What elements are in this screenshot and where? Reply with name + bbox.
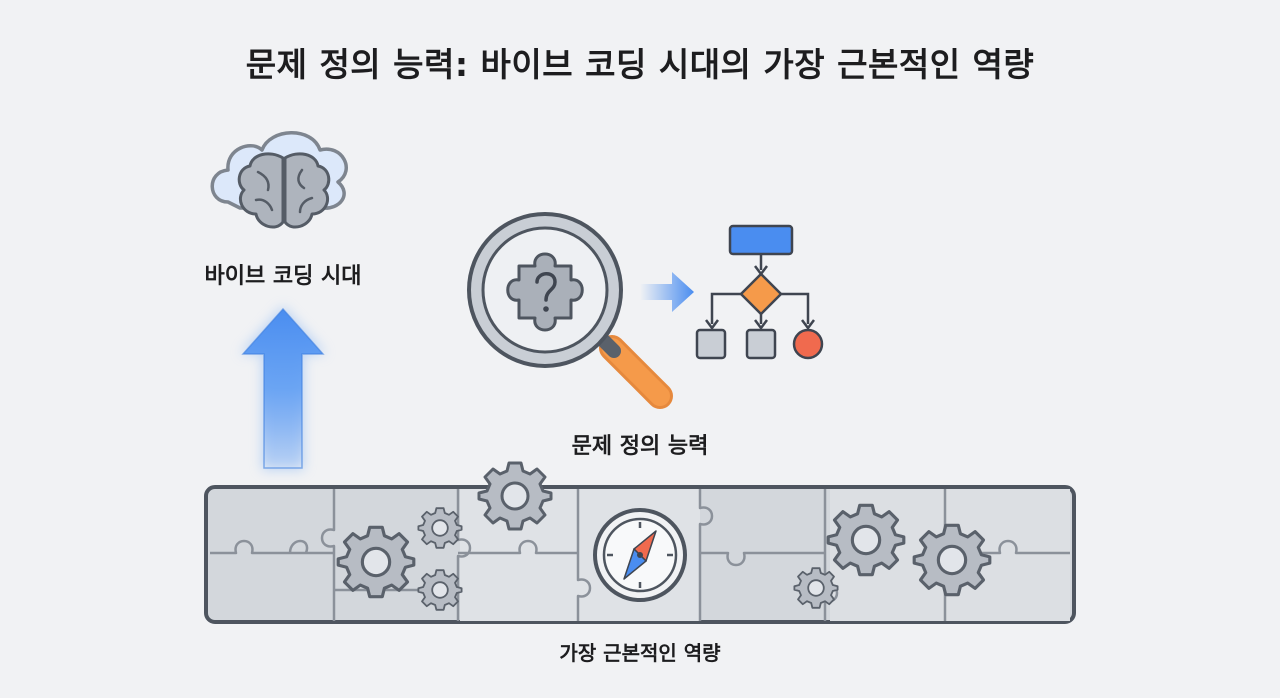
gear-icon	[417, 507, 463, 549]
gear-icon	[417, 569, 463, 611]
page-title: 문제 정의 능력: 바이브 코딩 시대의 가장 근본적인 역량	[245, 45, 1035, 84]
problem-definition-label: 문제 정의 능력	[571, 434, 709, 459]
gear-icon	[793, 567, 839, 609]
puzzle-piece-icon	[506, 252, 584, 332]
right-arrow-icon	[640, 272, 694, 312]
gear-icon	[912, 523, 992, 597]
brain-icon	[237, 152, 331, 229]
question-mark-icon	[535, 272, 557, 312]
flowchart-icon	[695, 224, 824, 360]
up-arrow-icon	[240, 306, 326, 470]
compass-icon	[593, 508, 687, 602]
gear-icon	[826, 503, 906, 577]
vibe-coding-label: 바이브 코딩 시대	[204, 264, 362, 289]
core-competency-label: 가장 근본적인 역량	[559, 641, 721, 665]
gear-icon	[336, 525, 416, 599]
gear-icon	[477, 461, 553, 531]
